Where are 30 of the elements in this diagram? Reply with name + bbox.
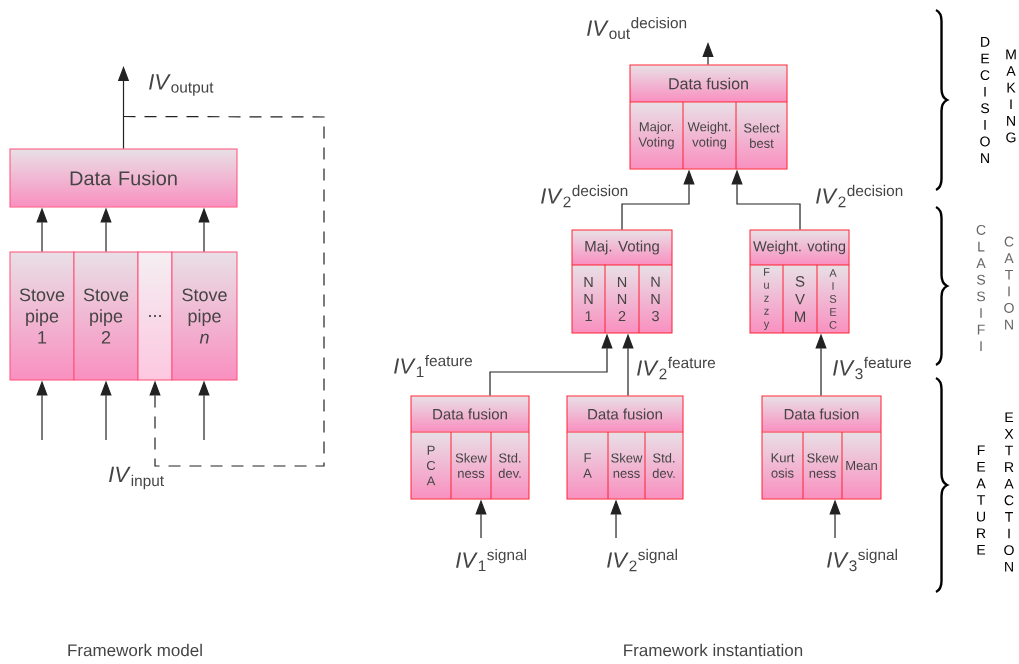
layer-label: E X T R A C T I O N (1004, 412, 1014, 572)
panel-caption: Framework model (68, 643, 202, 657)
stovepipe-box: Stove pipe 2 (73, 251, 139, 381)
fusion-box: Data fusion F A Skew ness Std. dev. (566, 395, 684, 500)
layer-label: C A T I O N (1004, 236, 1014, 330)
variable-label: IV$_{out}$decision (587, 17, 687, 39)
layer-label: D E C I S I O N (980, 37, 990, 163)
fusion-box: Data Fusion (9, 148, 238, 208)
variable-label: IV$_{2}$decision (541, 184, 628, 208)
arrow (122, 115, 325, 467)
fusion-box: Data fusion Major. Voting Weight. voting Select best (629, 64, 788, 170)
fusion-box: Maj. Voting N N 1 N N 2 N N 3 (571, 229, 673, 334)
fusion-box: Data fusion P C A Skew ness Std. dev. (410, 395, 530, 500)
fusion-box: Data fusion Kurt osis Skew ness Mean (761, 395, 882, 500)
fusion-box: Weight. voting F u z z y S V M A I S E C (749, 229, 850, 334)
variable-label: IV$_{2}$decision (816, 184, 903, 208)
stovepipe-box: ... (137, 251, 173, 381)
variable-label: IV$_{2}$signal (607, 548, 677, 572)
layer-label: F E A T U R E (976, 445, 986, 555)
variable-label: IV$_{3}$signal (827, 548, 897, 572)
panel-caption: Framework instantiation (624, 643, 803, 657)
stovepipe-box: Stove pipe 1 (9, 251, 75, 381)
variable-label: IV$_{input}$ (109, 466, 164, 490)
variable-label: IV$_{2}$feature (637, 356, 716, 380)
layer-label: M A K I N G (1006, 49, 1016, 143)
layer-label: C L A S S I F I (976, 225, 986, 351)
variable-label: IV$_{1}$signal (456, 548, 526, 572)
variable-label: IV$_{output}$ (149, 74, 214, 96)
variable-label: IV$_{1}$feature (394, 354, 473, 378)
variable-label: IV$_{3}$feature (833, 356, 912, 380)
